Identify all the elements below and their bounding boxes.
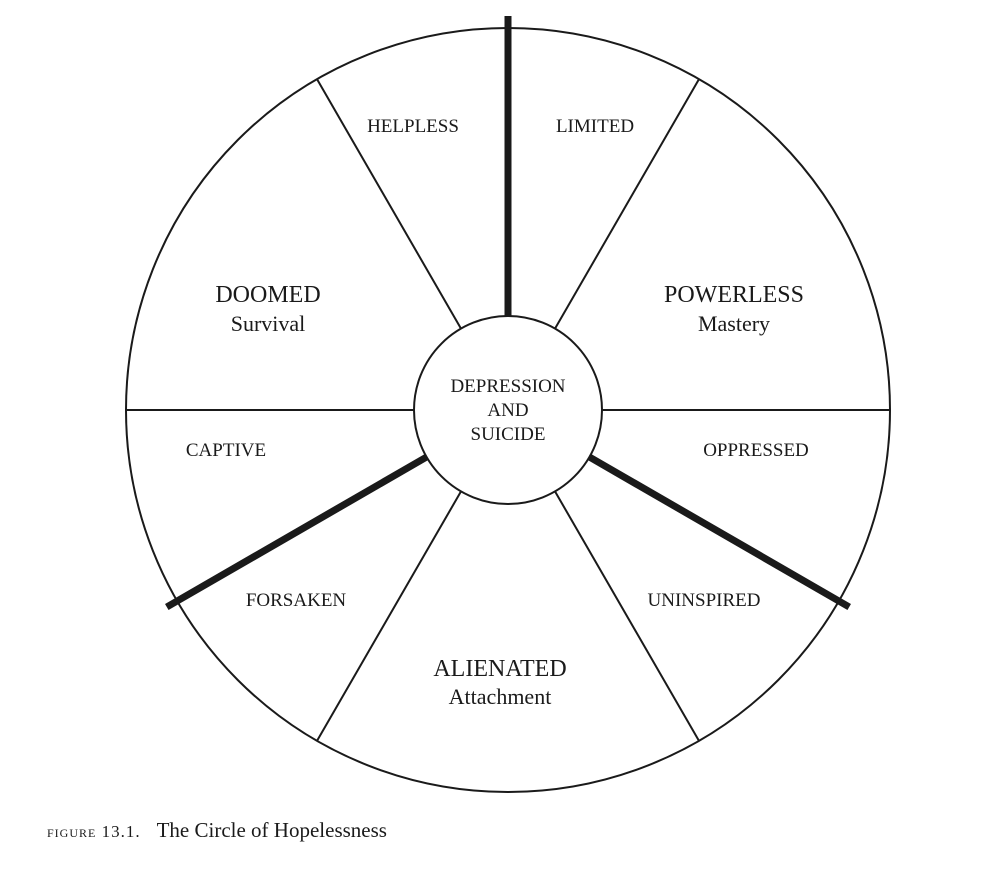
segment-doomed-sub: Survival: [231, 311, 306, 336]
segment-alienated-title: ALIENATED: [433, 656, 566, 682]
divider-line: [554, 490, 700, 742]
center-label-line2: AND: [487, 400, 528, 421]
segment-powerless-title: POWERLESS: [664, 282, 804, 308]
segment-helpless: HELPLESS: [367, 116, 459, 137]
segment-limited: LIMITED: [556, 116, 634, 137]
thick-divider-line: [165, 453, 429, 611]
center-circle: [413, 315, 603, 505]
segment-doomed-title: DOOMED: [215, 282, 320, 308]
divider-line: [316, 78, 462, 330]
segment-alienated-sub: Attachment: [449, 684, 552, 709]
divider-line: [554, 78, 700, 330]
center-label-line1: DEPRESSION: [450, 376, 565, 397]
segment-oppressed: OPPRESSED: [703, 440, 809, 461]
thick-divider-line: [587, 453, 851, 611]
figure-number: figure 13.1.: [47, 822, 141, 841]
center-label-line3: SUICIDE: [471, 424, 546, 445]
segment-uninspired: UNINSPIRED: [648, 590, 761, 611]
figure-caption: figure 13.1. The Circle of Hopelessness: [47, 818, 387, 843]
figure-title: The Circle of Hopelessness: [156, 818, 387, 842]
segment-forsaken: FORSAKEN: [246, 590, 347, 611]
divider-line: [316, 490, 462, 742]
segment-captive: CAPTIVE: [186, 440, 266, 461]
segment-powerless-sub: Mastery: [698, 311, 770, 336]
